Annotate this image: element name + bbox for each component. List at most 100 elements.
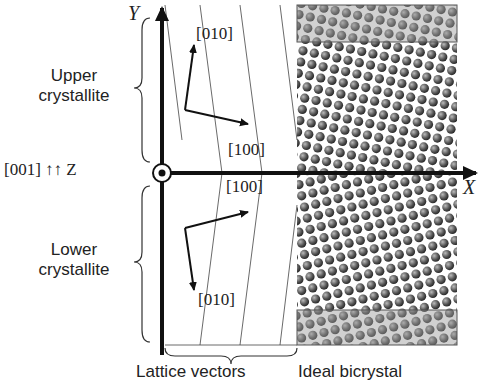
atom xyxy=(314,211,323,220)
atom xyxy=(350,81,359,90)
atom xyxy=(381,158,390,167)
atom xyxy=(405,45,414,54)
atom xyxy=(430,145,439,154)
atom xyxy=(347,250,356,259)
atom xyxy=(364,269,373,278)
atom xyxy=(406,93,415,102)
atom xyxy=(367,233,376,242)
atom xyxy=(392,191,401,200)
atom xyxy=(386,77,395,86)
atom xyxy=(363,130,372,139)
atom xyxy=(331,278,340,287)
atom xyxy=(317,175,326,184)
atom xyxy=(453,247,457,256)
atom xyxy=(381,99,390,108)
atom xyxy=(381,194,390,203)
atom xyxy=(325,87,334,96)
atom xyxy=(452,44,457,53)
atom xyxy=(333,159,342,168)
atom xyxy=(328,219,337,228)
atom xyxy=(375,219,384,228)
atom xyxy=(300,297,309,306)
atom xyxy=(375,74,384,83)
atom xyxy=(308,188,317,197)
atom xyxy=(420,255,429,264)
atom xyxy=(331,183,340,192)
atom xyxy=(406,200,415,209)
atom xyxy=(383,146,392,155)
atom xyxy=(342,228,351,237)
atom xyxy=(336,205,345,214)
vector-label: [100] xyxy=(226,177,263,197)
atom xyxy=(435,122,444,131)
atom xyxy=(364,175,373,184)
atom xyxy=(444,136,453,145)
atom xyxy=(433,134,442,143)
atom xyxy=(332,112,341,121)
atom xyxy=(303,214,312,223)
atom xyxy=(319,281,328,290)
atom xyxy=(389,228,398,237)
atom xyxy=(297,300,298,309)
atom xyxy=(361,211,370,220)
atom xyxy=(374,133,383,142)
atom xyxy=(308,283,317,292)
atom xyxy=(328,267,337,276)
atom xyxy=(392,160,401,169)
atom xyxy=(298,105,307,114)
atom xyxy=(412,175,421,184)
atom xyxy=(431,253,440,262)
atom xyxy=(406,295,415,304)
fixed-band xyxy=(297,310,457,345)
atom xyxy=(429,97,438,106)
atom xyxy=(385,135,394,144)
atom xyxy=(317,222,326,231)
atom xyxy=(340,126,349,135)
atom xyxy=(372,85,381,94)
atom xyxy=(297,239,306,248)
atom xyxy=(454,91,458,100)
atom xyxy=(297,139,300,148)
atom xyxy=(358,153,367,162)
atom xyxy=(399,126,408,135)
atom xyxy=(405,151,414,160)
atom xyxy=(349,139,358,148)
atom xyxy=(400,68,409,77)
z-axis-dot xyxy=(159,170,166,177)
atom xyxy=(370,197,379,206)
atom xyxy=(344,162,353,171)
atom xyxy=(336,90,345,99)
atom xyxy=(439,239,448,248)
atom xyxy=(384,205,393,214)
atom xyxy=(364,222,373,231)
atom xyxy=(442,250,451,259)
atom xyxy=(347,151,356,160)
atom xyxy=(422,73,431,82)
atom xyxy=(415,106,424,115)
atom xyxy=(318,121,327,130)
atom xyxy=(442,203,451,212)
atom xyxy=(427,50,436,59)
region-label: Lower crystallite xyxy=(18,240,130,279)
atom xyxy=(408,140,417,149)
vector-label: [010] xyxy=(198,290,235,310)
atom xyxy=(451,102,457,111)
atom xyxy=(409,211,418,220)
atom xyxy=(400,272,409,281)
atom xyxy=(428,289,437,298)
atom xyxy=(320,186,329,195)
atom xyxy=(368,108,377,117)
atom xyxy=(424,120,433,129)
atom xyxy=(309,107,318,116)
atom xyxy=(401,115,410,124)
x-axis xyxy=(162,171,476,175)
lattice-vectors xyxy=(185,45,248,290)
atom xyxy=(367,281,376,290)
atom xyxy=(311,294,320,303)
atom xyxy=(356,106,365,115)
atom xyxy=(448,177,457,186)
atom xyxy=(439,191,448,200)
atom xyxy=(360,142,369,151)
atom xyxy=(353,225,362,234)
axis-label: Y xyxy=(128,2,139,25)
